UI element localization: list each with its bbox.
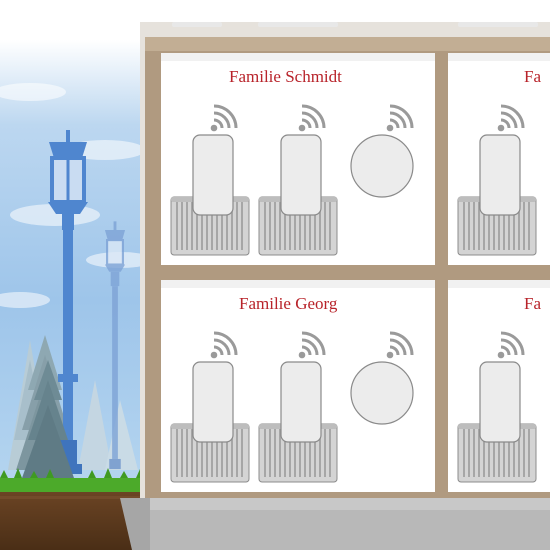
grass [0, 478, 150, 492]
thermostat-device-icon [479, 134, 521, 216]
room-sensor-icon [350, 361, 414, 425]
apartment-title-georg: Familie Georg [239, 294, 338, 313]
tree-icon [22, 360, 74, 478]
room-sensor-icon [350, 134, 414, 198]
thermostat-device-icon [479, 361, 521, 443]
thermostat-device-icon [192, 134, 234, 216]
apartment-title-schmidt: Familie Schmidt [229, 67, 342, 86]
thermostat-device-icon [280, 361, 322, 443]
apartment-title-right-bottom: Fa [524, 294, 541, 313]
apartment-title-right-top: Fa [524, 67, 541, 86]
street-lamp-icon [104, 221, 126, 470]
thermostat-device-icon [192, 361, 234, 443]
thermostat-device-icon [280, 134, 322, 216]
